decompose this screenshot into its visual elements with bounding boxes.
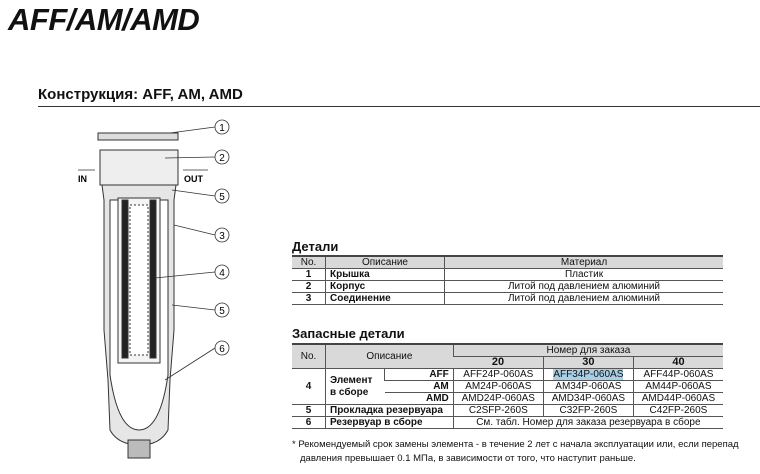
page-title: AFF/AM/AMD (8, 2, 200, 37)
spare-heading: Запасные детали (292, 326, 405, 341)
col-order: Номер для заказа (452, 344, 723, 357)
footnote-line: давления превышает 0.1 МПа, в зависимост… (300, 453, 636, 464)
drain (127, 439, 151, 459)
cell: AMD44P-060AS (632, 392, 723, 405)
callout-2: 2 (219, 153, 225, 164)
col-desc: Описание (325, 344, 454, 369)
out-label: OUT (184, 174, 204, 184)
filter-construction-diagram: IN OUT 1 2 5 3 4 5 6 (78, 119, 230, 459)
cell: C2SFP-260S (452, 404, 544, 417)
cell: AMD (425, 393, 449, 404)
cell: AFF34P-060AS (542, 368, 634, 381)
cell: См. табл. Номер для заказа резервуара в … (452, 416, 723, 429)
cell: Литой под давлением алюминий (444, 292, 723, 305)
col-size-40: 40 (632, 356, 723, 369)
cell: Пластик (444, 268, 723, 281)
cell: AM44P-060AS (632, 380, 723, 393)
col-size-20: 20 (453, 356, 544, 369)
callout-5: 5 (219, 192, 225, 203)
body (99, 149, 179, 186)
cell: 1 (305, 269, 312, 280)
cell: 2 (305, 281, 312, 292)
cell: C42FP-260S (632, 404, 723, 417)
cell: Крышка (325, 268, 445, 281)
cell: AFF24P-060AS (452, 368, 544, 381)
cell: AM34P-060AS (542, 380, 634, 393)
footnote-line: * Рекомендуемый срок замены элемента - в… (292, 439, 739, 450)
cell: AMD34P-060AS (542, 392, 634, 405)
callout-1: 1 (219, 123, 225, 134)
cell: Резервуар в сборе (325, 416, 454, 429)
cover (97, 132, 179, 141)
parts-heading: Детали (292, 239, 339, 254)
col-material: Материал (444, 256, 723, 269)
cell: AFF (384, 368, 454, 381)
callout-4: 4 (219, 268, 225, 279)
cell: 5 (305, 405, 312, 416)
cell: Литой под давлением алюминий (444, 280, 723, 293)
callout-5b: 5 (219, 306, 225, 317)
section-heading: Конструкция: AFF, AM, AMD (38, 86, 243, 103)
col-no: No. (292, 344, 326, 369)
col-desc: Описание (325, 256, 445, 269)
cell: Соединение (325, 292, 445, 305)
callout-3: 3 (219, 231, 225, 242)
in-label: IN (78, 174, 87, 184)
cell: 6 (305, 417, 312, 428)
col-size-30: 30 (542, 356, 634, 369)
footnote: * Рекомендуемый срок замены элемента - в… (292, 438, 739, 466)
cell: 3 (305, 293, 312, 304)
cell: AM24P-060AS (452, 380, 544, 393)
cell: 4 (305, 381, 312, 392)
selected-text[interactable]: AFF34P-060AS (553, 369, 624, 380)
cell: AFF44P-060AS (632, 368, 723, 381)
col-no: No. (292, 256, 326, 269)
cell: AMD24P-060AS (452, 392, 544, 405)
cell: C32FP-260S (542, 404, 634, 417)
cell: Элемент в сборе (325, 368, 385, 405)
cell: AM (433, 381, 449, 392)
divider (38, 106, 760, 107)
cell: Прокладка резервуара (325, 404, 454, 417)
callout-6: 6 (219, 344, 225, 355)
cell: Корпус (325, 280, 445, 293)
